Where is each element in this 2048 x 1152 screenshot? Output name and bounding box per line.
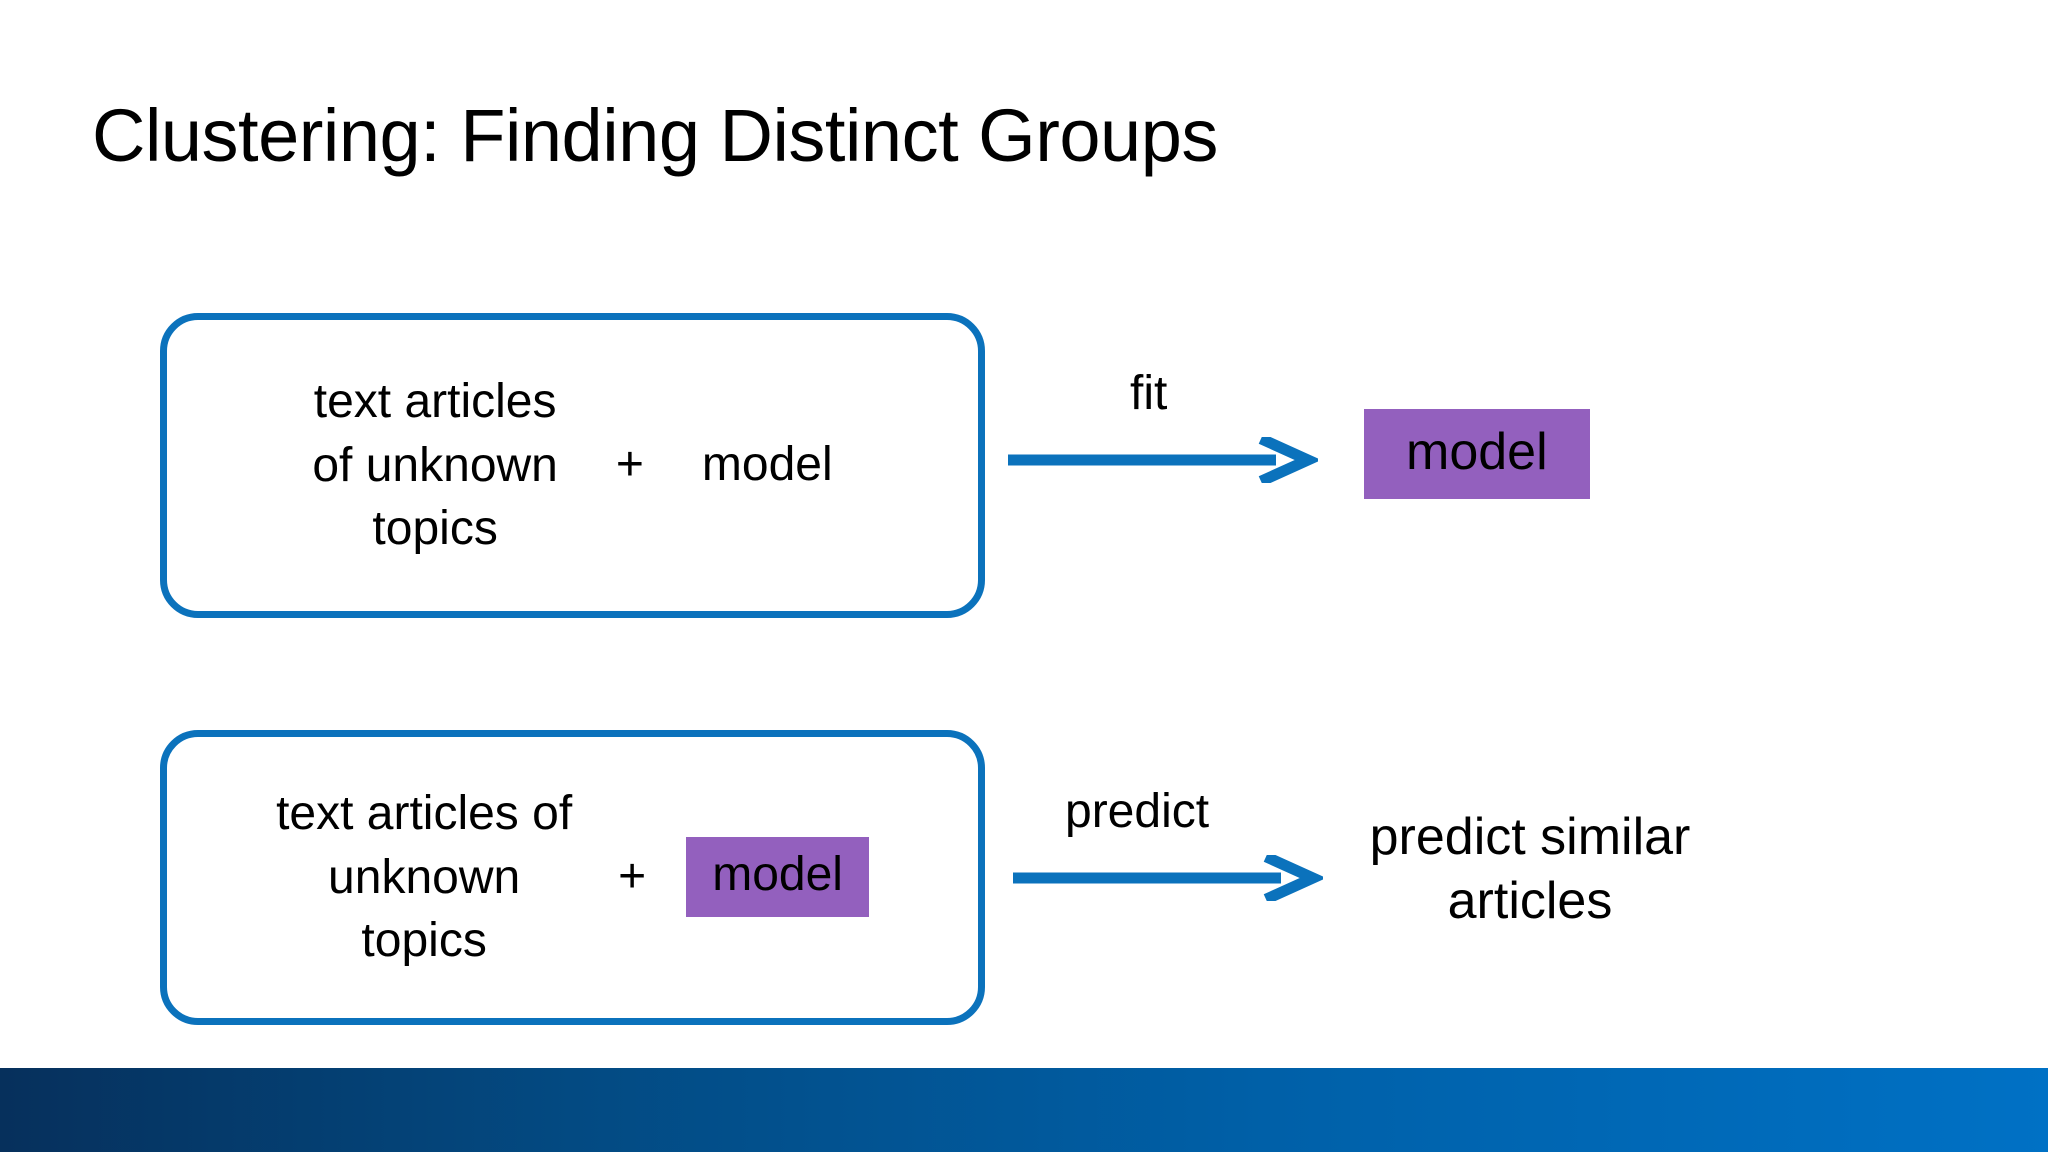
predict-output-line-2: articles [1447,872,1613,931]
fit-input-line-3: topics [372,502,498,556]
fit-box-inner: text articles of unknown topics + model [167,370,978,560]
predict-box-inner: text articles of unknown topics + model [167,782,978,972]
predict-input-label: text articles of unknown topics [276,782,572,972]
arrow-right-icon [1013,855,1323,901]
predict-input-box: text articles of unknown topics + model [160,730,985,1025]
fit-input-box: text articles of unknown topics + model [160,313,985,618]
arrow-right-icon [1008,437,1318,483]
fit-output-model-badge: model [1364,409,1590,499]
fit-input-line-1: text articles [313,375,557,429]
fit-operand-model: model [701,438,833,492]
predict-arrow-caption: predict [1065,785,1210,838]
predict-input-line-1: text articles of [276,787,573,841]
fit-arrow-caption: fit [1130,367,1168,420]
predict-input-line-3: topics [361,914,487,968]
fit-input-line-2: of unknown [312,438,558,492]
predict-output-text: predict similar articles [1330,805,1730,934]
footer-bar: intel Software [0,1068,2048,1152]
predict-input-line-2: unknown [328,850,521,904]
predict-output-line-1: predict similar [1369,808,1691,866]
fit-plus-symbol: + [615,438,644,492]
fit-input-label: text articles of unknown topics [312,370,558,560]
predict-operand-model-badge: model [686,837,869,918]
page-title: Clustering: Finding Distinct Groups [92,94,1218,177]
predict-plus-symbol: + [618,850,647,904]
